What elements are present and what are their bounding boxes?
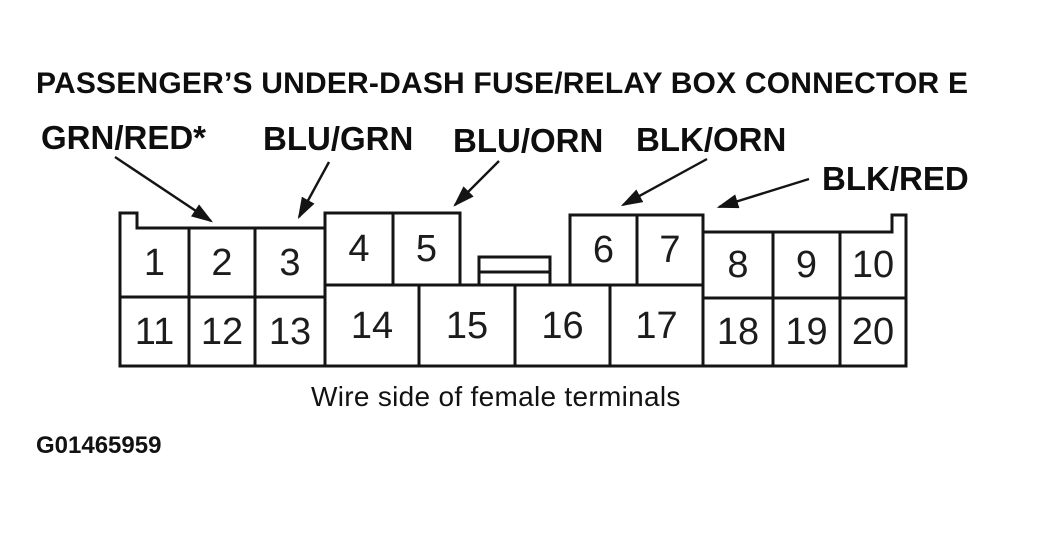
wire-label-blk-orn: BLK/ORN — [636, 121, 787, 158]
terminal-cell-19: 19 — [785, 311, 828, 353]
terminal-cell-14: 14 — [350, 304, 394, 347]
arrow-blk-red-to-terminal-7 — [716, 177, 810, 209]
terminal-cell-9: 9 — [795, 244, 818, 286]
terminal-cell-1: 1 — [143, 241, 166, 284]
terminal-cell-7: 7 — [659, 229, 681, 271]
terminal-cell-4: 4 — [348, 228, 370, 270]
wire-label-blk-red: BLK/RED — [822, 160, 969, 197]
terminal-cell-16: 16 — [541, 304, 584, 347]
arrow-blu-grn-to-terminal-3 — [297, 161, 331, 220]
terminal-cell-5: 5 — [415, 228, 438, 270]
terminal-cell-6: 6 — [592, 229, 615, 271]
terminal-cell-8: 8 — [727, 244, 749, 286]
terminal-cell-13: 13 — [268, 310, 312, 353]
arrow-blu-orn-to-terminal-5 — [453, 160, 500, 207]
figure-id: G01465959 — [36, 432, 162, 459]
connector-outline — [118, 211, 908, 368]
terminal-cell-15: 15 — [445, 304, 489, 347]
terminal-cell-10: 10 — [851, 244, 895, 286]
wire-label-grn-red: GRN/RED* — [41, 119, 207, 156]
terminal-cell-18: 18 — [716, 311, 760, 353]
arrow-grn-red-to-terminal-2 — [114, 156, 213, 223]
wire-label-blu-orn: BLU/ORN — [453, 122, 604, 159]
terminal-cell-3: 3 — [279, 241, 301, 284]
terminal-dividers-horizontal — [120, 270, 906, 300]
terminal-cell-20: 20 — [851, 311, 895, 353]
arrow-blk-orn-to-terminal-6 — [620, 157, 708, 207]
terminal-cell-17: 17 — [635, 304, 678, 347]
terminal-cell-12: 12 — [200, 310, 244, 353]
wire-label-blu-grn: BLU/GRN — [263, 120, 414, 157]
caption-wire-side: Wire side of female terminals — [311, 381, 681, 412]
terminal-cell-2: 2 — [211, 241, 233, 284]
page-title: PASSENGER’S UNDER-DASH FUSE/RELAY BOX CO… — [36, 67, 969, 100]
terminal-cell-11: 11 — [134, 310, 175, 353]
